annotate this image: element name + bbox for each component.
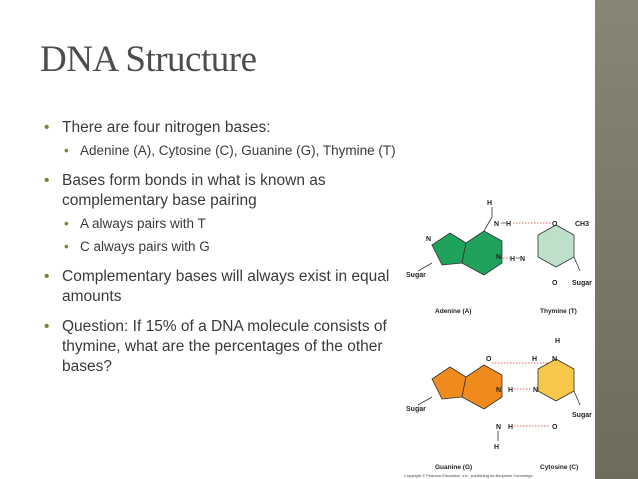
label-n-t1: N	[520, 256, 525, 263]
label-h-g3: H	[508, 424, 513, 431]
bullet-four-bases: There are four nitrogen bases:	[40, 118, 440, 138]
cytosine-base: H N H N O Sugar Cytosine (C)	[532, 338, 592, 471]
label-o-g1: O	[486, 356, 492, 363]
label-n-a3: N	[426, 236, 431, 243]
label-n-c2: N	[533, 387, 538, 394]
adenine-thymine-pair: H N H N Sugar N H Adenine (A)	[406, 200, 551, 315]
label-n-a2: N	[496, 254, 501, 261]
label-h-g2: H	[494, 444, 499, 451]
label-n-a1: N	[494, 221, 499, 228]
slide-title: DNA Structure	[40, 39, 257, 80]
label-sugar-a: Sugar	[406, 272, 426, 279]
label-h-c2: H	[532, 356, 537, 363]
label-h-a2: H	[506, 221, 511, 228]
label-h-c1: H	[555, 338, 560, 345]
caption-thymine: Thymine (T)	[540, 308, 577, 315]
label-n-c1: N	[552, 356, 557, 363]
label-o-c1: O	[552, 424, 558, 431]
label-h-t1: H	[510, 256, 515, 263]
caption-adenine: Adenine (A)	[435, 308, 471, 315]
label-sugar-g: Sugar	[406, 406, 426, 413]
base-pairing-figure: H N H N Sugar N H Adenine (A) O CH3 N O	[400, 193, 595, 479]
label-sugar-c: Sugar	[572, 412, 592, 419]
sub-bullet-a-pairs-t: A always pairs with T	[40, 215, 440, 233]
bullet-complementary-pairing: Bases form bonds in what is known as com…	[40, 171, 412, 211]
label-h-g1: H	[508, 387, 513, 394]
bullet-question: Question: If 15% of a DNA molecule consi…	[40, 317, 422, 377]
thymine-base: O CH3 N O Sugar Thymine (T)	[516, 221, 592, 315]
label-n-g1: N	[496, 387, 501, 394]
bullet-equal-amounts: Complementary bases will always exist in…	[40, 267, 402, 307]
label-ch3: CH3	[575, 221, 589, 228]
label-o-t2: O	[552, 280, 558, 287]
sub-bullet-c-pairs-g: C always pairs with G	[40, 238, 440, 256]
caption-guanine: Guanine (G)	[435, 464, 472, 471]
guanine-base: O N H N H H Sugar Guanine (G)	[406, 356, 550, 471]
label-sugar-t: Sugar	[572, 280, 592, 287]
bullet-list: There are four nitrogen bases: Adenine (…	[40, 118, 440, 381]
caption-cytosine: Cytosine (C)	[540, 464, 578, 471]
figure-copyright: Copyright © Pearson Education, Inc., pub…	[404, 473, 533, 478]
label-h-a1: H	[487, 200, 492, 207]
slide-sidebar-band	[595, 0, 638, 479]
sub-bullet-base-names: Adenine (A), Cytosine (C), Guanine (G), …	[40, 142, 440, 160]
label-o-t1: O	[552, 221, 558, 228]
base-pair-diagram: H N H N Sugar N H Adenine (A) O CH3 N O	[404, 200, 592, 478]
label-n-g2: N	[496, 424, 501, 431]
